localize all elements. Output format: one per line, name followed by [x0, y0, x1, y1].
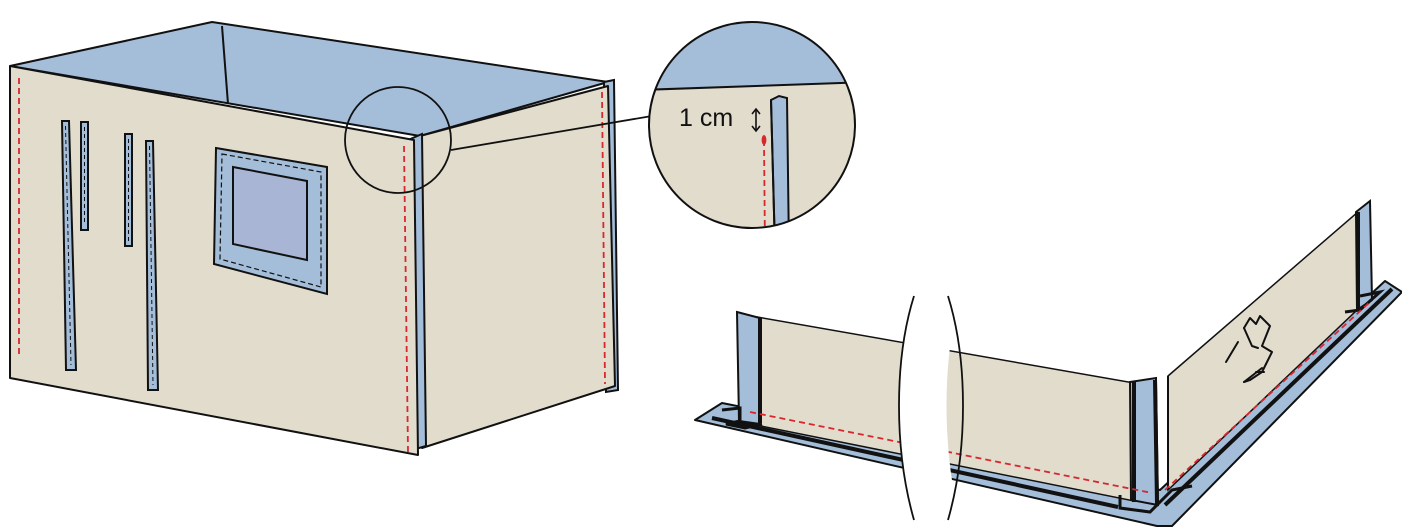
window-pane	[232, 165, 308, 262]
slot-strip-1	[60, 120, 78, 371]
box-back-seam	[221, 25, 229, 105]
base-fold-line-right	[1163, 287, 1394, 507]
zoom-indicator-circle	[344, 86, 452, 194]
seam-line-right	[601, 91, 606, 385]
window-frame-stitch	[219, 153, 322, 288]
measurement-label: 1 cm	[679, 104, 734, 132]
middle-foot-bracket	[1118, 484, 1193, 514]
break-mark-left	[898, 295, 915, 521]
break-mark-fill	[899, 296, 960, 520]
slot-strip-4	[144, 140, 160, 391]
slot-strips	[60, 120, 160, 391]
window-patch	[212, 146, 328, 296]
presser-foot-icon	[1225, 315, 1273, 383]
box-right-panel	[419, 85, 616, 449]
stitch-line-left-panel	[749, 411, 1153, 494]
zoom-connector-line	[450, 115, 653, 151]
break-mark-right	[947, 295, 964, 521]
zoom-seam-start-mark	[761, 135, 767, 145]
stitch-line-right-panel	[1164, 301, 1371, 491]
seam-line-front-corner	[403, 145, 409, 453]
right-foot-bracket	[1344, 289, 1386, 314]
assembled-box	[9, 21, 653, 456]
zoom-callout	[648, 21, 856, 229]
zoom-callout-circle	[648, 21, 856, 229]
sewing-step	[694, 198, 1402, 527]
measure-arrow-icon	[751, 107, 761, 133]
zoom-seam-line	[763, 139, 766, 228]
left-foot-bracket	[721, 406, 763, 430]
